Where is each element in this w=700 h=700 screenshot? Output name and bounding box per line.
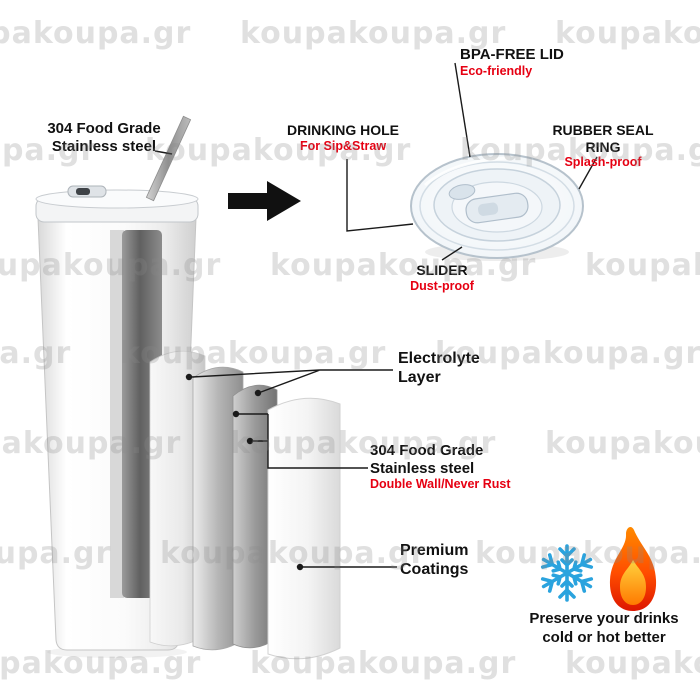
connector-dots (185, 373, 304, 571)
callout-text: 304 Food Grade (47, 120, 161, 137)
callout-text: Stainless steel (51, 137, 157, 155)
lid-slider-grip (477, 202, 499, 216)
callout-text: Electrolyte (398, 350, 480, 367)
callout-title: SLIDER (416, 262, 468, 278)
tumbler-inner-layer-strip (110, 230, 124, 598)
callout-straw-material: 304 Food Grade Stainless steel (40, 120, 168, 155)
callout-slider: SLIDER Dust-proof (405, 262, 479, 293)
callout-text: Coatings (400, 560, 469, 578)
callout-subtitle: Splash-proof (564, 155, 642, 170)
callout-bpa-free-lid: BPA-FREE LID Eco-friendly (460, 46, 590, 78)
footer-benefit-text: Preserve your drinks cold or hot better (518, 610, 690, 648)
callout-title: DRINKING HOLE (287, 122, 399, 138)
footer-text: cold or hot better (542, 628, 666, 646)
callout-drinking-hole: DRINKING HOLE For Sip&Straw (283, 122, 403, 153)
dot-electrolyte-1 (185, 373, 193, 381)
callout-electrolyte-layer: Electrolyte Layer (398, 350, 510, 388)
callout-text: Stainless steel (370, 459, 475, 477)
footer-text: Preserve your drinks (529, 610, 679, 627)
lid-top-view (410, 153, 584, 261)
flame-icon (609, 527, 657, 611)
connector-lines (154, 62, 598, 568)
callout-subtitle: Dust-proof (410, 278, 474, 293)
callout-subtitle: Eco-friendly (460, 63, 533, 78)
snowflake-icon (540, 544, 594, 602)
dot-electrolyte-2 (254, 389, 262, 397)
callout-text: Premium (400, 542, 469, 559)
callout-title: BPA-FREE LID (460, 46, 564, 63)
callout-premium-coatings: Premium Coatings (400, 542, 510, 580)
lid-slider-slot (76, 188, 90, 195)
callout-rubber-seal-ring: RUBBER SEAL RING Splash-proof (538, 122, 668, 170)
line-seal-ring (578, 156, 598, 190)
lid-drinking-hole (448, 184, 476, 200)
wall-layers (149, 350, 341, 660)
line-wall (238, 413, 368, 469)
callout-text: Layer (398, 368, 441, 386)
line-slider (441, 246, 463, 261)
metal-straw (145, 115, 192, 202)
dot-wall-1 (232, 410, 240, 418)
callout-subtitle: Double Wall/Never Rust (370, 477, 511, 492)
tumbler-lid-top (35, 189, 199, 209)
callout-title: RUBBER SEAL RING (552, 122, 654, 155)
lid-ring (419, 161, 575, 251)
dot-coatings (296, 563, 304, 571)
line-bpa (454, 62, 471, 158)
line-drinking-hole (346, 159, 414, 232)
callout-stainless-wall: 304 Food Grade Stainless steel Double Wa… (370, 442, 520, 492)
callout-text: 304 Food Grade (370, 442, 484, 459)
dot-wall-2 (246, 437, 254, 445)
wall-layer-4 (267, 397, 341, 660)
lid-highlight (424, 156, 511, 187)
line-electrolyte (191, 369, 393, 393)
right-arrow-icon (228, 181, 301, 221)
callout-subtitle: For Sip&Straw (299, 138, 387, 153)
line-straw (154, 150, 173, 155)
